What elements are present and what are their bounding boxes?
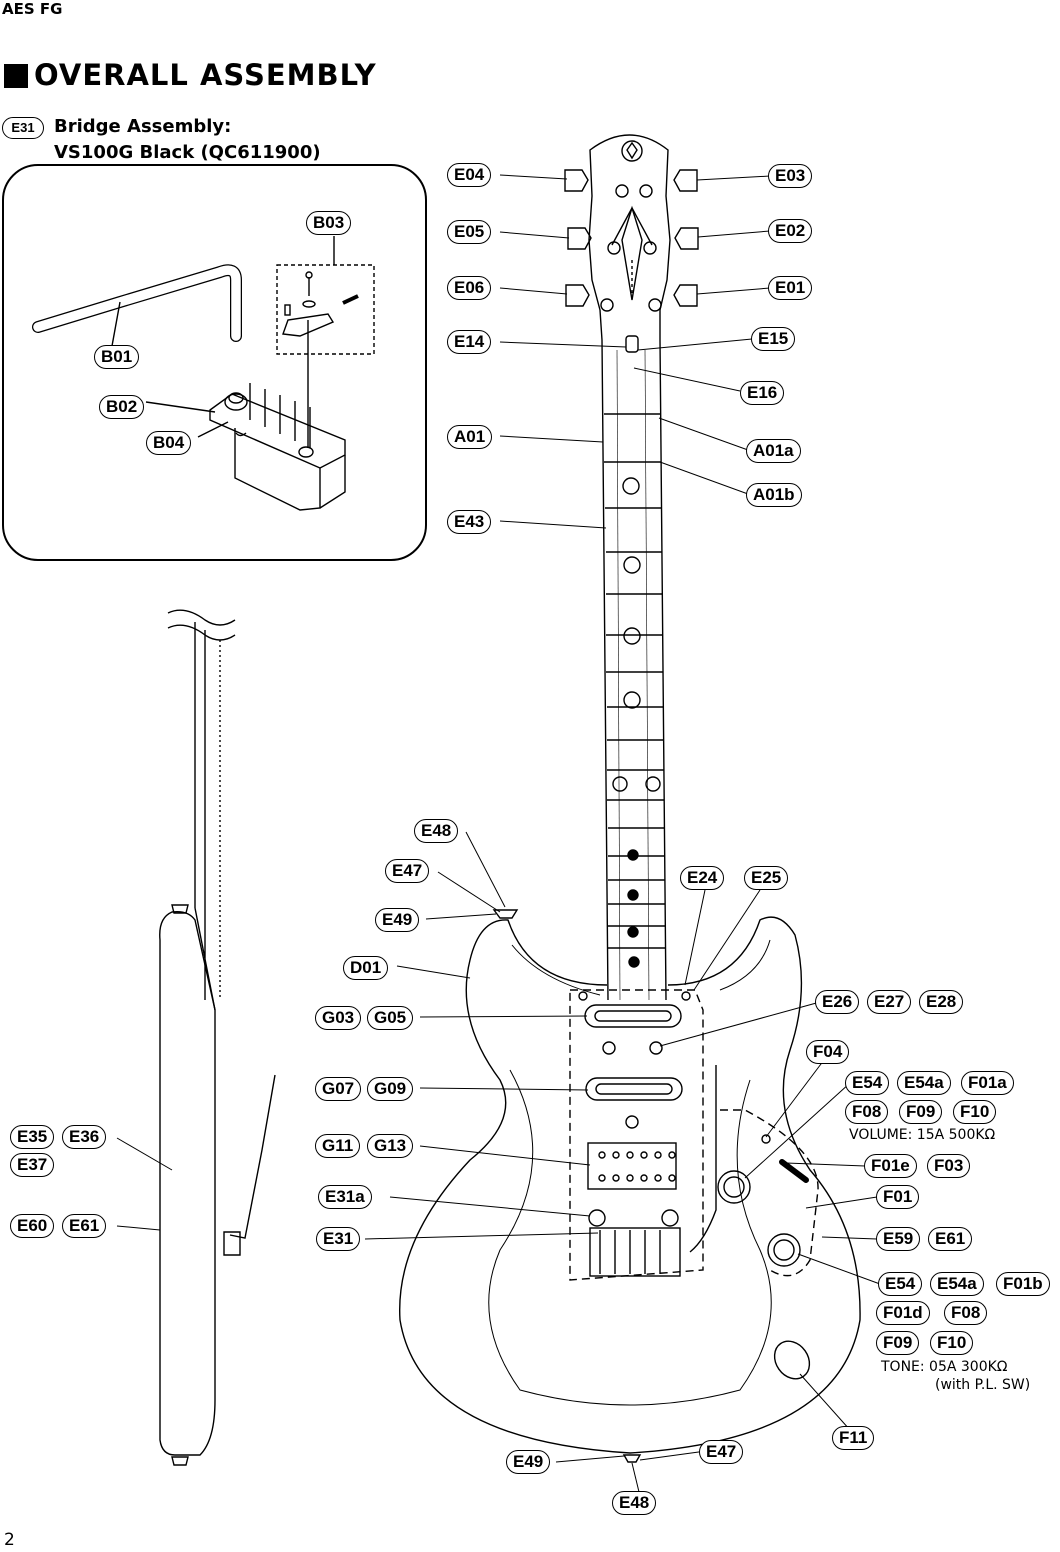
bridge-housing xyxy=(209,383,346,511)
part-label-b01: B01 xyxy=(94,345,140,369)
part-label-e59: E59 xyxy=(876,1227,921,1251)
tremolo-arm xyxy=(32,264,242,342)
part-label-e48: E48 xyxy=(414,819,459,843)
part-label-b02: B02 xyxy=(99,395,145,419)
part-label-e24: E24 xyxy=(680,866,725,890)
inset-detail-box xyxy=(276,264,375,355)
tone-note-line2: (with P.L. SW) xyxy=(935,1377,1031,1393)
part-label-f08-tone: F08 xyxy=(944,1301,988,1325)
volume-note: VOLUME: 15A 500KΩ xyxy=(849,1127,996,1143)
headstock xyxy=(588,134,671,341)
part-label-e49: E49 xyxy=(375,908,420,932)
part-label-e54: E54 xyxy=(845,1071,890,1095)
part-label-e14: E14 xyxy=(447,330,492,354)
neck xyxy=(601,335,667,1001)
part-label-e06: E06 xyxy=(447,276,492,300)
part-label-d01: D01 xyxy=(343,956,389,980)
part-label-f01: F01 xyxy=(876,1185,920,1209)
part-label-e60: E60 xyxy=(10,1214,55,1238)
bridge-callout-tag: E31 xyxy=(2,117,44,139)
part-label-e04: E04 xyxy=(447,163,492,187)
part-label-e49-bottom: E49 xyxy=(506,1450,551,1474)
part-label-g09: G09 xyxy=(367,1077,414,1101)
part-label-f01d: F01d xyxy=(876,1301,930,1325)
part-label-f10: F10 xyxy=(953,1100,997,1124)
part-label-f09: F09 xyxy=(899,1100,943,1124)
part-label-f01e: F01e xyxy=(864,1154,917,1178)
part-label-e02: E02 xyxy=(768,219,813,243)
part-label-e47: E47 xyxy=(385,859,430,883)
part-label-b04: B04 xyxy=(146,431,192,455)
part-label-g05: G05 xyxy=(367,1006,414,1030)
part-label-f08: F08 xyxy=(845,1100,889,1124)
part-label-e37: E37 xyxy=(10,1153,55,1177)
part-label-g07: G07 xyxy=(315,1077,362,1101)
part-label-a01: A01 xyxy=(447,425,493,449)
part-label-e54a-tone: E54a xyxy=(930,1272,984,1296)
part-label-e25: E25 xyxy=(744,866,789,890)
bridge-callout-text: Bridge Assembly: VS100G Black (QC611900) xyxy=(54,114,321,166)
page-number: 2 xyxy=(4,1530,15,1550)
part-label-e28: E28 xyxy=(919,990,964,1014)
bridge-callout-line1: Bridge Assembly: xyxy=(54,116,232,137)
part-label-e31: E31 xyxy=(316,1227,361,1251)
part-label-g03: G03 xyxy=(315,1006,362,1030)
part-label-e01: E01 xyxy=(768,276,813,300)
tone-note-line1: TONE: 05A 300KΩ xyxy=(881,1359,1008,1375)
part-label-f01b: F01b xyxy=(996,1272,1050,1296)
leader-lines xyxy=(116,174,881,1493)
side-view xyxy=(159,609,276,1466)
part-label-b03: B03 xyxy=(306,211,352,235)
part-label-e27: E27 xyxy=(867,990,912,1014)
part-label-e43: E43 xyxy=(447,510,492,534)
detail-parts xyxy=(282,271,359,337)
bridge-callout-line2: VS100G Black (QC611900) xyxy=(54,142,321,163)
part-label-e26: E26 xyxy=(815,990,860,1014)
part-label-e61: E61 xyxy=(62,1214,107,1238)
part-label-g13: G13 xyxy=(367,1134,414,1158)
part-label-f10-tone: F10 xyxy=(930,1331,974,1355)
tuning-pegs xyxy=(564,169,699,312)
part-label-e35: E35 xyxy=(10,1125,55,1149)
part-label-f04: F04 xyxy=(806,1040,850,1064)
header-model: AES FG xyxy=(2,0,63,18)
part-label-e47-bottom: E47 xyxy=(699,1440,744,1464)
part-label-e31a: E31a xyxy=(318,1185,372,1209)
bridge-inset-frame xyxy=(2,164,427,561)
part-label-f11: F11 xyxy=(832,1426,875,1450)
part-label-e61-control: E61 xyxy=(928,1227,973,1251)
inset-leaders xyxy=(111,236,335,448)
part-label-e54-tone: E54 xyxy=(878,1272,923,1296)
part-label-f01a: F01a xyxy=(961,1071,1014,1095)
guitar-body xyxy=(398,909,861,1463)
part-label-f09-tone: F09 xyxy=(876,1331,920,1355)
part-label-f03: F03 xyxy=(927,1154,971,1178)
part-label-a01a: A01a xyxy=(746,439,801,463)
title-marker xyxy=(4,64,28,88)
part-label-e54a: E54a xyxy=(897,1071,951,1095)
part-label-e15: E15 xyxy=(751,327,796,351)
part-label-e03: E03 xyxy=(768,164,813,188)
part-label-e05: E05 xyxy=(447,220,492,244)
part-label-e16: E16 xyxy=(740,381,785,405)
part-label-e48-bottom: E48 xyxy=(612,1491,657,1515)
part-label-a01b: A01b xyxy=(746,483,802,507)
part-label-e36: E36 xyxy=(62,1125,107,1149)
page-title: OVERALL ASSEMBLY xyxy=(34,58,377,92)
part-label-g11: G11 xyxy=(315,1134,361,1158)
